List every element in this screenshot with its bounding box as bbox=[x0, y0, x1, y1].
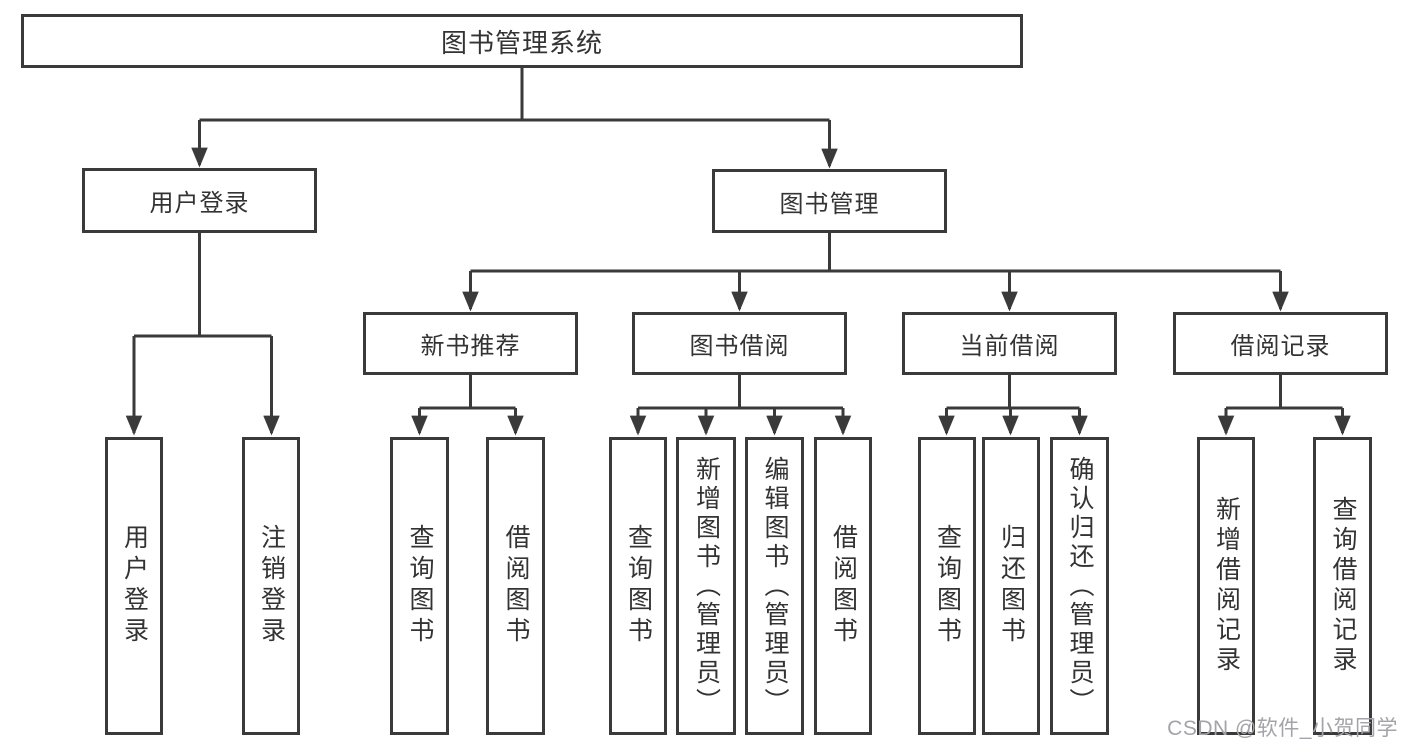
leaf-query-books-2: 查询图书 bbox=[609, 437, 667, 735]
leaf-borrow-books-1: 借阅图书 bbox=[486, 437, 545, 735]
node-borrow-records: 借阅记录 bbox=[1173, 312, 1388, 375]
leaf-add-books-admin: 新增图书（管理员） bbox=[676, 437, 736, 735]
node-user-login: 用户登录 bbox=[82, 168, 317, 233]
leaf-query-books-3: 查询图书 bbox=[918, 437, 976, 735]
leaf-query-books-1: 查询图书 bbox=[390, 437, 449, 735]
leaf-logout: 注销登录 bbox=[242, 437, 300, 735]
leaf-user-login: 用户登录 bbox=[105, 437, 163, 735]
leaf-confirm-return-admin: 确认归还（管理员） bbox=[1050, 437, 1109, 735]
csdn-watermark: CSDN @软件_小贺同学 bbox=[1167, 717, 1398, 740]
leaf-query-borrow-record: 查询借阅记录 bbox=[1313, 437, 1372, 735]
leaf-borrow-books-2: 借阅图书 bbox=[814, 437, 872, 735]
connector-current-borrow bbox=[946, 375, 1080, 410]
connector-borrow-records bbox=[1226, 375, 1343, 410]
leaf-add-borrow-record: 新增借阅记录 bbox=[1197, 437, 1255, 735]
node-root: 图书管理系统 bbox=[21, 14, 1023, 68]
connector-book-management bbox=[470, 233, 1281, 273]
node-book-borrow: 图书借阅 bbox=[632, 312, 847, 375]
connector-book-borrow bbox=[638, 375, 843, 410]
connector-user-login bbox=[134, 233, 272, 338]
node-book-management: 图书管理 bbox=[712, 169, 947, 233]
connector-root bbox=[199, 68, 830, 122]
node-new-book-recommend: 新书推荐 bbox=[363, 312, 578, 375]
node-current-borrow: 当前借阅 bbox=[902, 312, 1117, 375]
connector-new-book bbox=[419, 375, 516, 410]
leaf-return-books: 归还图书 bbox=[982, 437, 1040, 735]
leaf-edit-books-admin: 编辑图书（管理员） bbox=[745, 437, 804, 735]
